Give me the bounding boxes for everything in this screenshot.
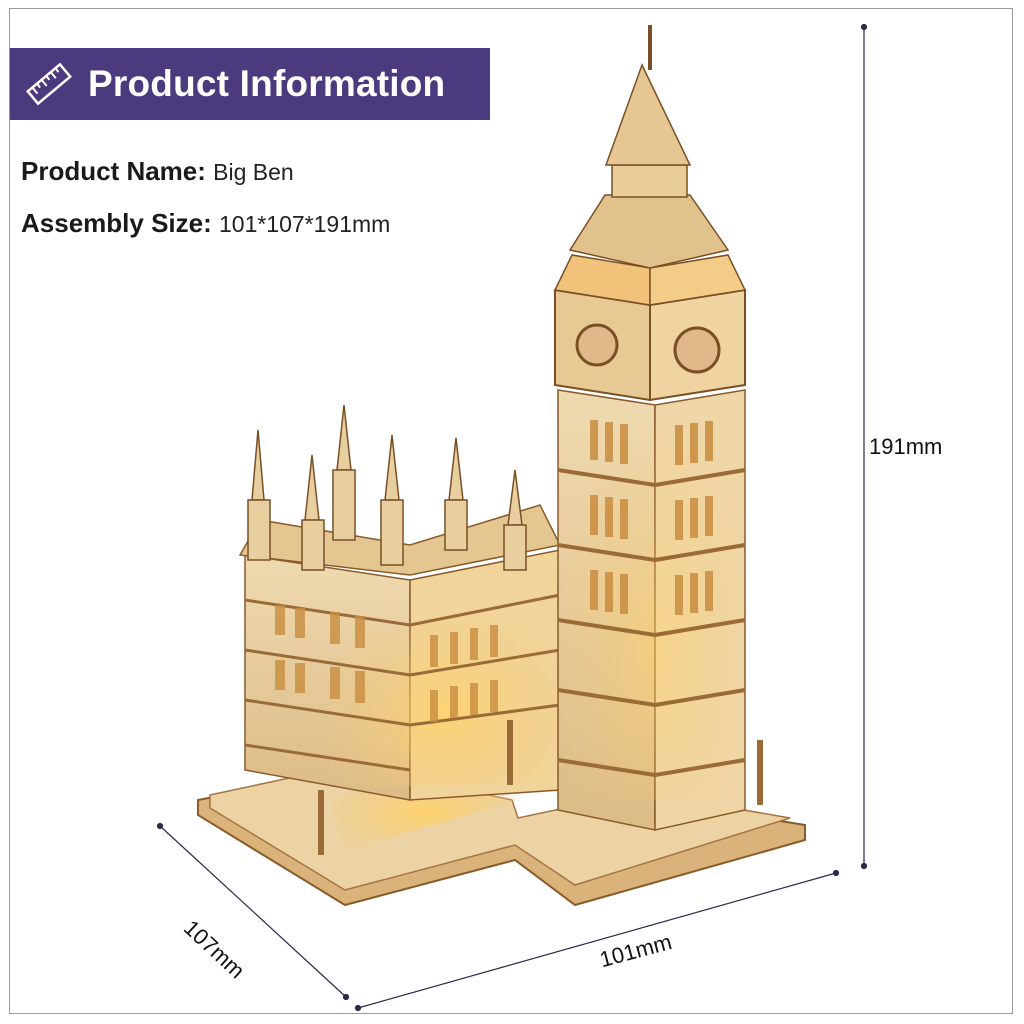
height-dimension-label: 191mm xyxy=(869,434,943,459)
product-name-row: Product Name: Big Ben xyxy=(21,156,294,187)
product-name-label: Product Name: xyxy=(21,156,206,186)
assembly-size-label: Assembly Size: xyxy=(21,208,212,238)
product-name-value: Big Ben xyxy=(213,159,294,185)
assembly-size-value: 101*107*191mm xyxy=(218,211,391,237)
image-frame xyxy=(9,8,1013,1014)
model-clock-tower xyxy=(553,25,747,831)
product-info-banner: Product Information xyxy=(10,48,490,120)
banner-title: Product Information xyxy=(88,63,446,104)
dimension-lines xyxy=(156,23,868,1012)
ruler-icon xyxy=(26,62,72,106)
assembly-size-row: Assembly Size: 101*107*191mm xyxy=(21,208,390,239)
